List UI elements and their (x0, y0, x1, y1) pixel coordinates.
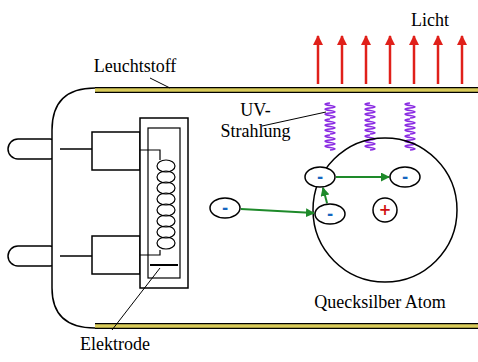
charge-sign: - (209, 197, 241, 219)
uv-wave (365, 103, 375, 118)
label: UV- Strahlung (213, 100, 298, 142)
electron: - (389, 166, 421, 188)
light-arrow (365, 36, 368, 84)
coil-winding (157, 182, 175, 194)
label: Licht (400, 10, 460, 31)
phosphor-layer (95, 88, 478, 92)
uv-wave (325, 103, 335, 118)
coil-winding (157, 237, 175, 249)
electron: - (304, 166, 336, 188)
electron: - (314, 203, 346, 225)
transition-arrow (323, 188, 327, 203)
electron-orbit (313, 138, 457, 282)
light-arrow (461, 36, 464, 84)
nucleus-shape (373, 198, 397, 222)
coil-winding (157, 226, 175, 238)
charge-sign: + (372, 197, 398, 223)
uv-wave (365, 119, 375, 134)
coil-winding (157, 204, 175, 216)
coil-winding (157, 171, 175, 183)
label: Elektrode (60, 334, 170, 355)
uv-wave (365, 135, 375, 150)
phosphor-edge (95, 87, 478, 93)
light-arrow (437, 36, 440, 84)
transition-arrow (241, 209, 314, 213)
transition-arrow (336, 176, 389, 178)
electrode-coil (157, 160, 175, 249)
electrode-bar (150, 264, 178, 266)
tube-body (52, 88, 478, 328)
leader-line (150, 78, 170, 88)
socket-part (92, 132, 140, 170)
phosphor-layer (95, 324, 478, 328)
phosphor-edge (95, 323, 478, 329)
coil-winding (157, 193, 175, 205)
socket-part (92, 236, 140, 274)
label: Leuchtstoff (80, 56, 190, 77)
electron-shape (210, 198, 240, 218)
electron-shape (390, 167, 420, 187)
label: Quecksilber Atom (300, 292, 460, 313)
wire (60, 255, 92, 257)
charge-sign: - (389, 166, 421, 188)
light-arrow (341, 36, 344, 84)
light-arrow (413, 36, 416, 84)
electron-shape (305, 167, 335, 187)
wire (140, 250, 160, 255)
coil-winding (157, 215, 175, 227)
uv-wave (325, 119, 335, 134)
light-arrow (389, 36, 392, 84)
coil-winding (157, 160, 175, 172)
nucleus: + (372, 197, 398, 223)
uv-wave (325, 135, 335, 150)
electrode-holder (140, 118, 188, 288)
leader-line (112, 268, 160, 330)
uv-radiation (325, 103, 415, 150)
light-rays (318, 36, 462, 84)
light-arrow (317, 36, 320, 84)
charge-sign: - (314, 203, 346, 225)
electron-shape (315, 204, 345, 224)
uv-wave (405, 119, 415, 134)
wire (140, 150, 160, 160)
electron: - (209, 197, 241, 219)
uv-wave (405, 103, 415, 118)
charge-sign: - (304, 166, 336, 188)
wire (60, 148, 92, 150)
